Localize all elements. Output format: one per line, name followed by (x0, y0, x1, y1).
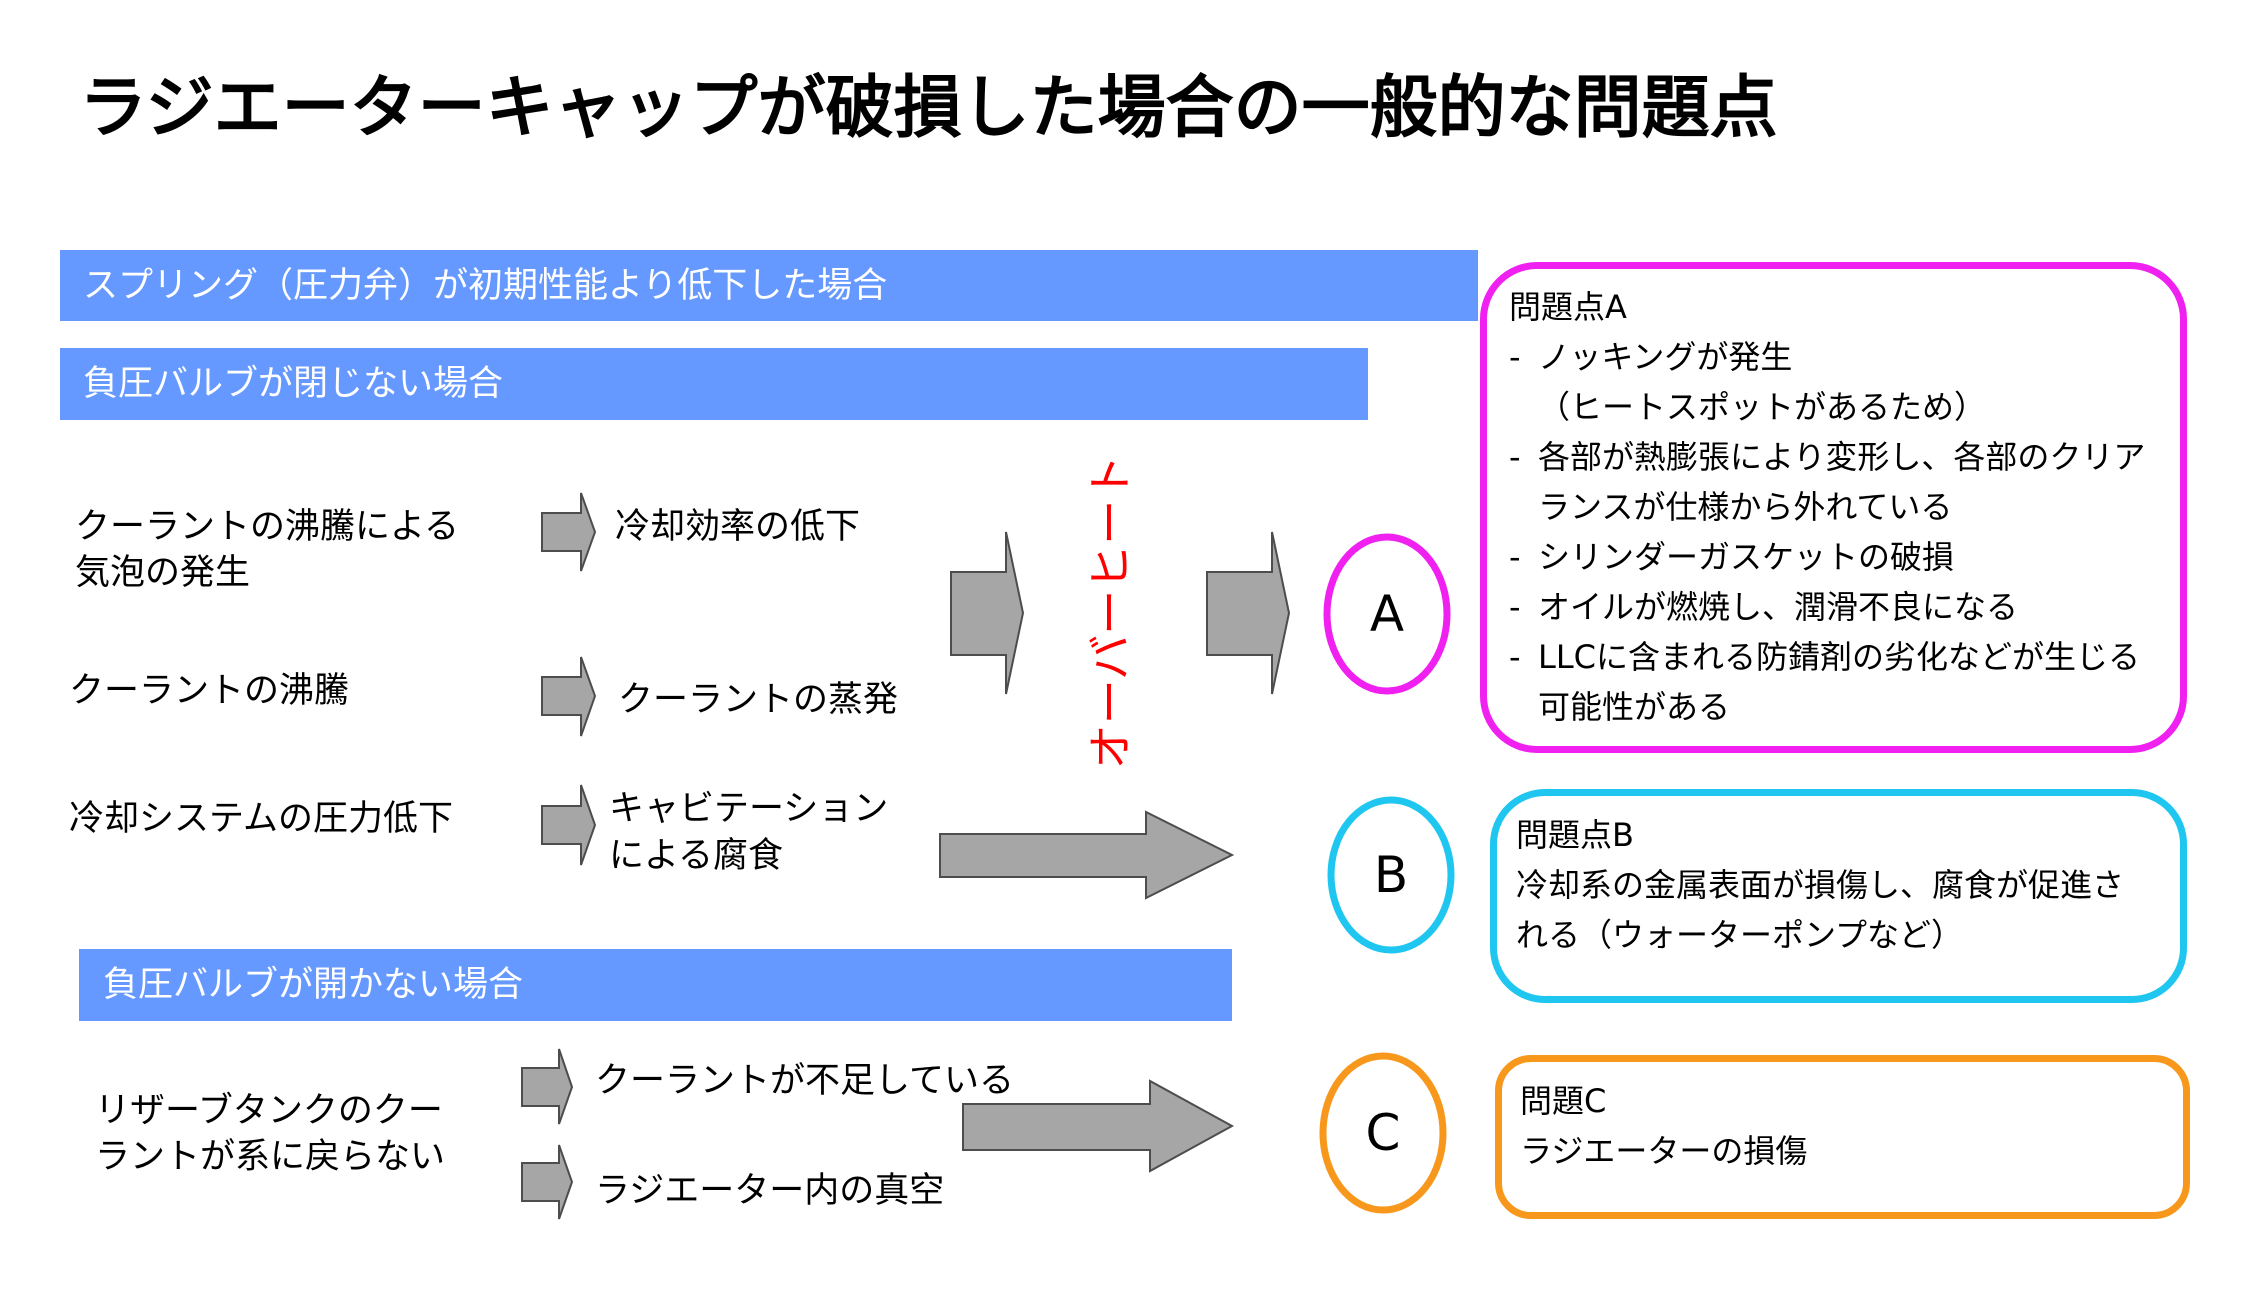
cause-boiling: クーラントの沸騰 (69, 671, 350, 711)
cause-pressure-drop: 冷却システムの圧力低下 (69, 799, 453, 839)
problem-a-item: - オイルが燃焼し、潤滑不良になる (1509, 582, 2180, 632)
section-label-spring: スプリング（圧力弁）が初期性能より低下した場合 (83, 265, 888, 306)
problem-a-item-line: LLCに含まれる防錆剤の劣化などが生じる (1538, 638, 2141, 676)
effect-shortage: クーラントが不足している (595, 1061, 1014, 1101)
effect-cavitation: キャビテーション による腐食 (609, 786, 888, 880)
problem-a-item-line: 各部が熱膨張により変形し、各部のクリア (1538, 438, 2146, 476)
effect-vacuum: ラジエーター内の真空 (595, 1171, 945, 1211)
arrow-right-icon-vacuum (521, 1144, 574, 1220)
bullet: - (1509, 438, 1521, 476)
arrow-right-icon-pressure-drop (541, 784, 597, 866)
marker-b-ellipse (1327, 796, 1455, 954)
problem-a-title: 問題点A (1509, 288, 1627, 326)
arrow-right-icon-overheat-to-a (1206, 531, 1291, 695)
effect-cavitation-line-1: キャビテーション (609, 789, 889, 829)
bullet: - (1509, 538, 1521, 576)
problem-b-title: 問題点B (1516, 816, 1634, 854)
problem-a-item-line: 可能性がある (1538, 688, 1731, 726)
section-label-valve-not-closing: 負圧バルブが閉じない場合 (83, 364, 504, 404)
problem-b-box: 問題点B 冷却系の金属表面が損傷し、腐食が促進さ れる（ウォーターポンプなど） (1490, 789, 2187, 1003)
marker-c-ellipse (1319, 1052, 1447, 1214)
arrow-right-icon-to-overheat (950, 531, 1025, 695)
problem-a-item: - ノッキングが発生 （ヒートスポットがあるため） (1509, 332, 2180, 432)
arrow-right-icon-boiling (541, 656, 597, 737)
problem-c-line: ラジエーターの損傷 (1520, 1132, 1808, 1170)
problem-c-box: 問題C ラジエーターの損傷 (1495, 1055, 2190, 1219)
marker-b-label: B (1374, 846, 1408, 904)
problem-a-item-line: （ヒートスポットがあるため） (1538, 388, 1987, 426)
overheat-label: オーバーヒート (1084, 454, 1137, 770)
cause-reservoir: リザーブタンクのクー ラントが系に戻らない (95, 1088, 445, 1180)
section-bar-spring: スプリング（圧力弁）が初期性能より低下した場合 (60, 250, 1478, 321)
problem-a-item: - 各部が熱膨張により変形し、各部のクリア ランスが仕様から外れている (1509, 432, 2180, 532)
problem-a-item: - シリンダーガスケットの破損 (1509, 532, 2180, 582)
marker-c-label: C (1366, 1104, 1401, 1162)
problem-b-line: 冷却系の金属表面が損傷し、腐食が促進さ (1516, 866, 2125, 904)
problem-a-item-line: ノッキングが発生 (1538, 338, 1793, 376)
cause-bubbles-line-2: 気泡の発生 (75, 553, 251, 593)
arrow-right-icon-cavitation-to-b (939, 810, 1235, 900)
arrow-right-icon-shortage (521, 1048, 574, 1125)
problem-a-item-line: ランスが仕様から外れている (1538, 488, 1953, 526)
arrow-right-icon-valve-to-c (962, 1079, 1235, 1173)
marker-a-ellipse (1323, 533, 1451, 695)
arrow-right-icon-bubbles (541, 492, 597, 572)
page-title: ラジエーターキャップが破損した場合の一般的な問題点 (79, 69, 1778, 148)
bullet: - (1509, 338, 1521, 376)
effect-cavitation-line-2: による腐食 (609, 836, 783, 876)
cause-reservoir-line-2: ラントが系に戻らない (95, 1137, 446, 1177)
bullet: - (1509, 588, 1521, 626)
section-bar-valve-not-opening: 負圧バルブが開かない場合 (79, 949, 1232, 1021)
cause-bubbles-line-1: クーラントの沸騰による (75, 507, 459, 547)
problem-a-box: 問題点A - ノッキングが発生 （ヒートスポットがあるため） - 各部が熱膨張に… (1480, 262, 2187, 753)
section-label-valve-not-opening: 負圧バルブが開かない場合 (103, 965, 524, 1005)
section-bar-valve-not-closing: 負圧バルブが閉じない場合 (60, 348, 1368, 420)
problem-c-title: 問題C (1520, 1082, 1607, 1120)
marker-a-label: A (1370, 585, 1404, 643)
problem-a-item-line: オイルが燃焼し、潤滑不良になる (1538, 588, 2019, 626)
effect-cooling-efficiency: 冷却効率の低下 (615, 507, 861, 547)
effect-evaporation: クーラントの蒸発 (618, 680, 899, 720)
cause-bubbles: クーラントの沸騰による 気泡の発生 (75, 504, 459, 596)
problem-b-line: れる（ウォーターポンプなど） (1516, 916, 1964, 954)
problem-a-item-line: シリンダーガスケットの破損 (1538, 538, 1955, 576)
bullet: - (1509, 638, 1521, 676)
cause-reservoir-line-1: リザーブタンクのクー (95, 1091, 443, 1131)
problem-a-item: - LLCに含まれる防錆剤の劣化などが生じる 可能性がある (1509, 632, 2180, 732)
